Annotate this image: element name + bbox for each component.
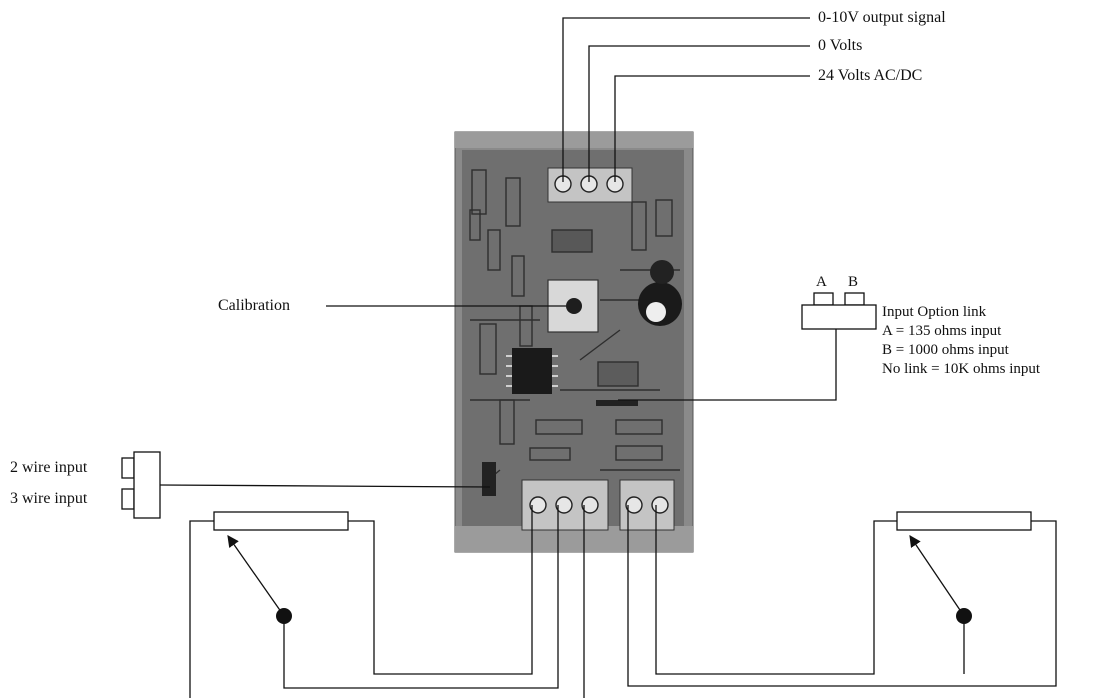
link-body (801, 304, 877, 330)
wire-input-symbol (121, 451, 161, 519)
left-wiper-arrow (227, 535, 285, 617)
left-wire-end (348, 505, 533, 675)
right-wiper-arrow (909, 535, 965, 617)
board-components (469, 169, 680, 481)
link-pin-b (844, 292, 865, 306)
terminal-screw-in4 (625, 496, 643, 514)
label-zero-volts: 0 Volts (818, 37, 863, 54)
terminal-leader-lines (562, 17, 810, 182)
right-sensor-circuit (627, 505, 1057, 687)
left-wiper-wire (283, 505, 559, 689)
right-resistor (896, 511, 1032, 531)
ic-chip (512, 348, 552, 394)
label-link-b: B (848, 274, 859, 290)
label-three-wire-input: 3 wire input (10, 490, 88, 507)
wire-input-pin-2 (121, 457, 135, 479)
left-resistor (213, 511, 349, 531)
wire-input-body (133, 451, 161, 519)
option-link-jumper (596, 400, 638, 406)
housing-top-rail (455, 132, 693, 148)
right-wire-outer (655, 505, 897, 675)
terminal-screw-in3 (581, 496, 599, 514)
label-supply: 24 Volts AC/DC (818, 67, 923, 84)
wire-input-leader (159, 484, 491, 488)
transmitter-module (454, 131, 694, 553)
wire-input-pin-3 (121, 488, 135, 510)
leader-supply (614, 75, 810, 182)
left-wiper-dot (276, 608, 292, 624)
input-option-link-symbol (801, 292, 877, 330)
label-output-signal: 0-10V output signal (818, 9, 946, 26)
circuit-board (462, 150, 684, 526)
potentiometer-screw (566, 298, 582, 314)
terminal-screw-in5 (651, 496, 669, 514)
leader-output-signal (562, 17, 810, 182)
wire-select-jumper (482, 462, 496, 496)
label-two-wire-input: 2 wire input (10, 459, 88, 476)
label-link-a: A (816, 274, 827, 290)
label-option-b: B = 1000 ohms input (882, 342, 1009, 358)
terminal-screw-in2 (555, 496, 573, 514)
label-calibration: Calibration (218, 297, 290, 314)
terminal-screw-in1 (529, 496, 547, 514)
left-sensor-circuit (189, 505, 585, 698)
leader-zero-volts (588, 45, 810, 182)
label-input-option-title: Input Option link (882, 304, 987, 320)
left-wire-outer (189, 520, 214, 698)
right-wiper-dot (956, 608, 972, 624)
ic-pins (506, 355, 558, 387)
label-option-a: A = 135 ohms input (882, 323, 1002, 339)
option-link-leader (618, 329, 837, 401)
right-wire-end (627, 505, 1057, 687)
label-no-link: No link = 10K ohms input (882, 361, 1041, 377)
link-pin-a (813, 292, 834, 306)
